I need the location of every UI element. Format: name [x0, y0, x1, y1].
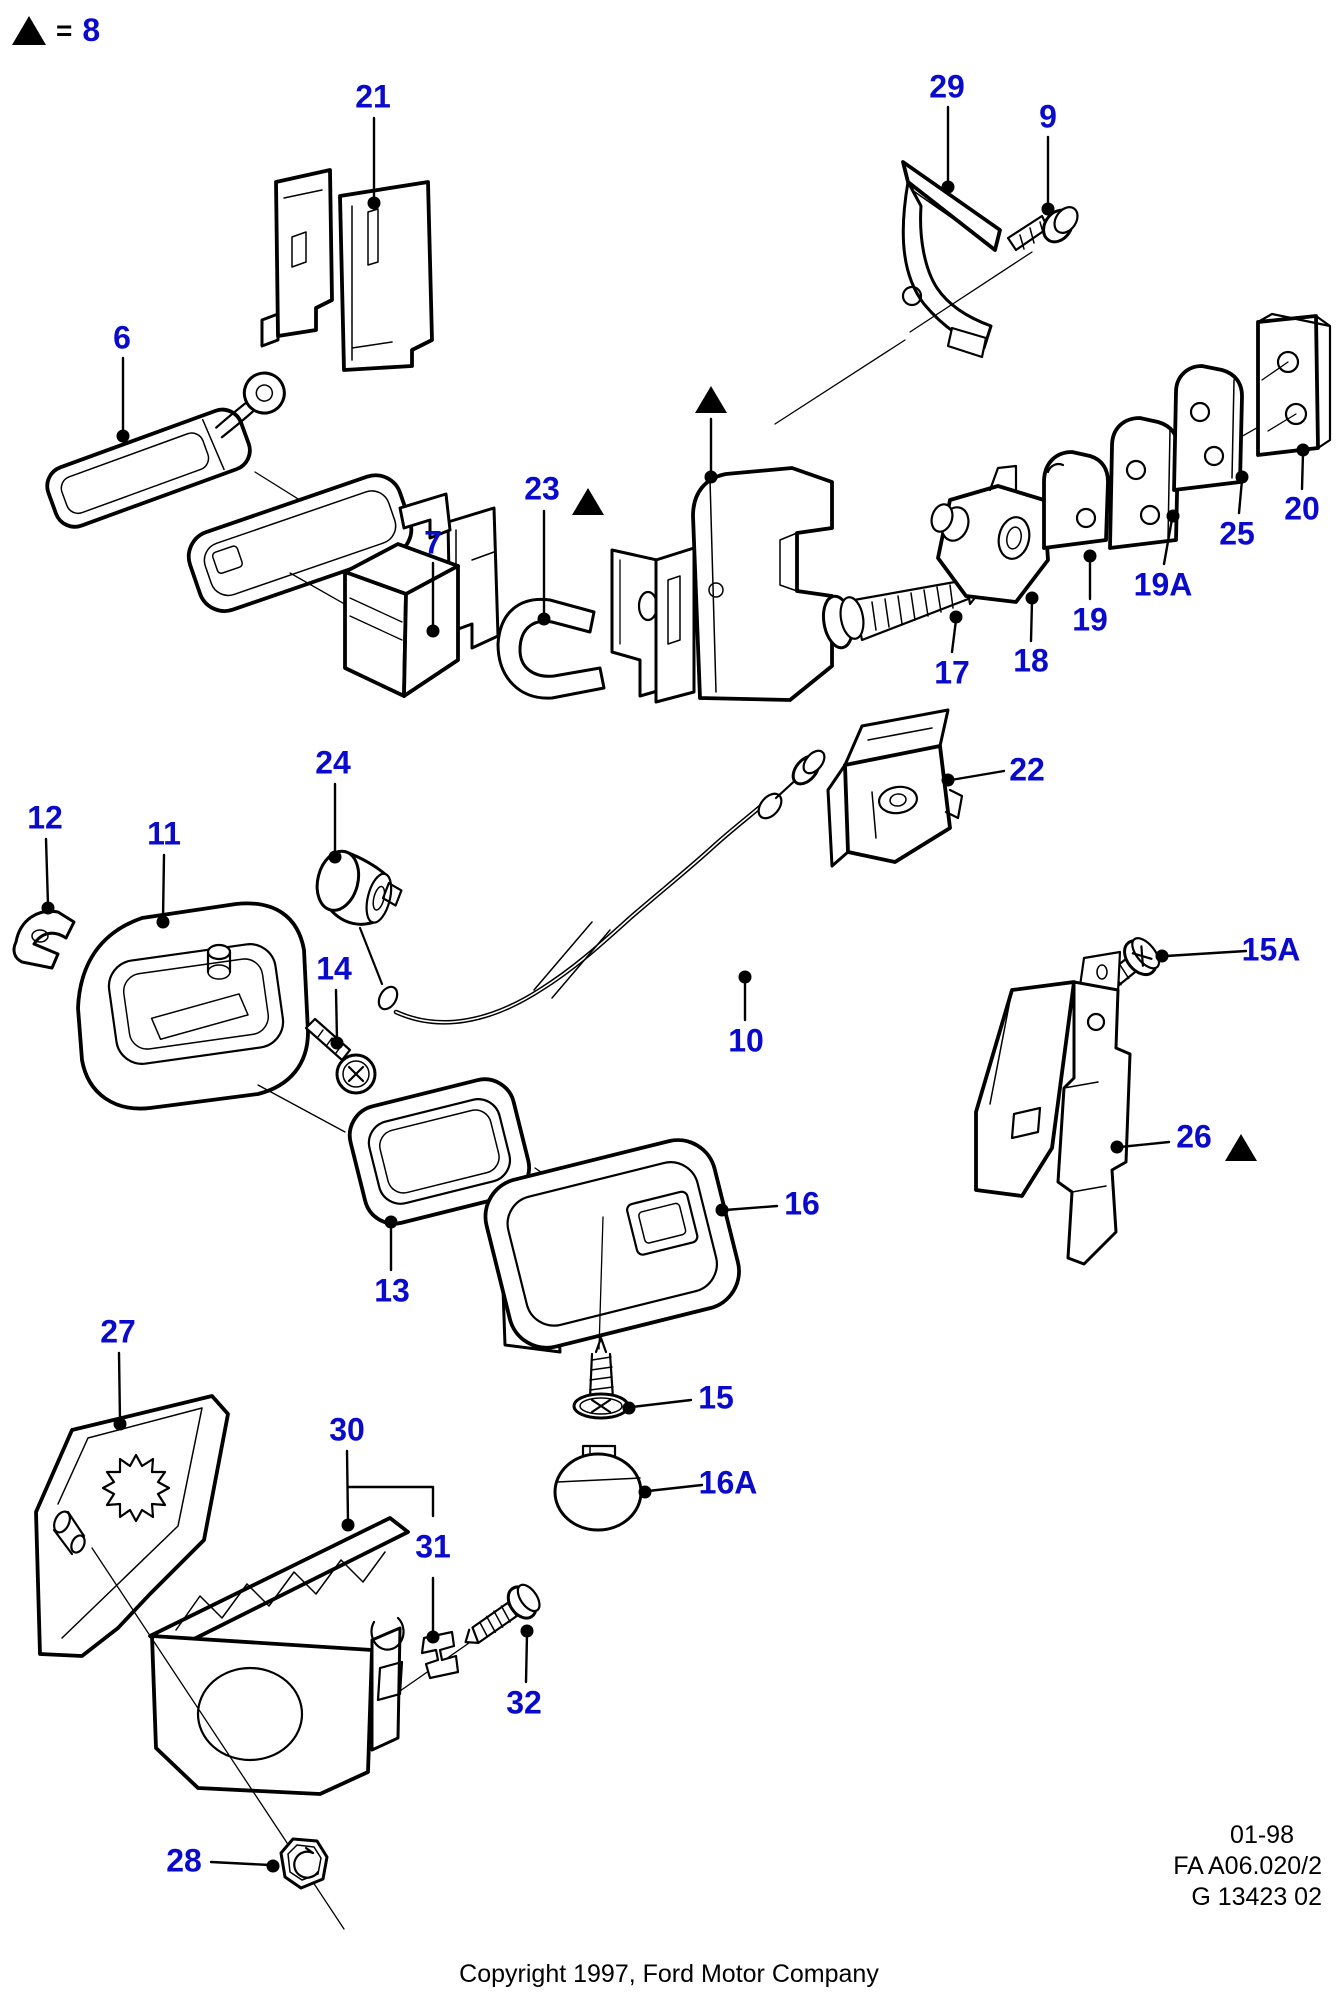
- callout-7: 7: [424, 524, 442, 561]
- callout-27: 27: [100, 1313, 136, 1350]
- callout-10: 10: [728, 1022, 764, 1059]
- callout-6: 6: [113, 319, 131, 356]
- part-30-mounting-bracket: [148, 1516, 410, 1796]
- triangle-icon: [12, 16, 46, 45]
- callout-11: 11: [147, 815, 181, 852]
- legend-ref-number: 8: [82, 12, 101, 48]
- part-25-striker-shim: [1172, 364, 1244, 492]
- part-16A-plug: [553, 1444, 643, 1532]
- callout-31: 31: [415, 1528, 451, 1565]
- part-32-screw: [464, 1583, 541, 1645]
- callout-17: 17: [934, 654, 970, 691]
- triangle-icon: [572, 488, 604, 515]
- callout-29: 29: [929, 68, 965, 105]
- part-19-striker-shim: [1042, 450, 1110, 550]
- part-10-latch-cable: [358, 749, 826, 1025]
- callout-19: 19: [1072, 601, 1108, 638]
- housing-to-bezel-axis-line: [257, 1084, 346, 1133]
- callout-24: 24: [315, 744, 351, 781]
- part-6-exterior-door-handle: [45, 371, 286, 529]
- callout-22: 22: [1009, 751, 1045, 788]
- copyright-line: Copyright 1997, Ford Motor Company: [459, 1960, 879, 1988]
- part-15-screw: [572, 1336, 630, 1420]
- callout-30: 30: [329, 1411, 365, 1448]
- part-26-mounting-bracket: [974, 950, 1132, 1266]
- callout-25: 25: [1219, 515, 1255, 552]
- callout-28: 28: [166, 1842, 202, 1879]
- callout-13: 13: [374, 1272, 410, 1309]
- callout-26: 26: [1176, 1118, 1212, 1155]
- drawing-section-code: FA A06.020/2: [1173, 1852, 1322, 1880]
- drawing-date: 01-98: [1230, 1821, 1294, 1849]
- callout-19A: 19A: [1133, 566, 1193, 603]
- part-29-axis-line: [774, 339, 906, 425]
- callout-18: 18: [1013, 642, 1049, 679]
- part-11-interior-handle-housing: [76, 901, 310, 1111]
- callout-16: 16: [784, 1185, 820, 1222]
- legend: = 8: [12, 12, 100, 49]
- leader-lines: [41, 105, 1310, 1873]
- callout-9: 9: [1039, 98, 1057, 135]
- triangle-icon: [1225, 1134, 1257, 1161]
- part-29-lock-bracket: [901, 160, 1002, 359]
- part-18-lock-cylinder: [930, 464, 1050, 604]
- part-9-screw: [1006, 206, 1079, 252]
- callout-32: 32: [506, 1684, 542, 1721]
- triangle-icon: [695, 386, 727, 413]
- part-20-striker-plate: [1256, 312, 1332, 457]
- part-21-latch-control-bracket: [260, 168, 434, 372]
- callout-16A: 16A: [698, 1464, 758, 1501]
- part-19A-striker-shim: [1108, 416, 1180, 550]
- part-31-clip: [420, 1630, 460, 1680]
- drawing-number: G 13423 02: [1191, 1883, 1322, 1911]
- callout-21: 21: [355, 78, 391, 115]
- part-24-lock-barrel: [315, 849, 403, 926]
- callout-23: 23: [524, 470, 560, 507]
- callout-20: 20: [1284, 490, 1320, 527]
- callout-15A: 15A: [1241, 931, 1301, 968]
- door-latch-assembly: [654, 466, 834, 704]
- callout-15: 15: [698, 1379, 734, 1416]
- drawing-info-block: 01-98 FA A06.020/2 G 13423 02: [1173, 1820, 1322, 1913]
- part-16-handle-bezel: [483, 1138, 741, 1354]
- screw-9-axis-line: [909, 251, 1033, 333]
- part-28-nut: [279, 1837, 329, 1890]
- screw-15-axis-line: [598, 1216, 604, 1350]
- part-27-cover-panel: [34, 1394, 230, 1658]
- part-22-clip-bracket: [826, 708, 964, 868]
- callout-14: 14: [316, 950, 352, 987]
- part-13-handle-bezel: [347, 1077, 531, 1226]
- callout-12: 12: [27, 799, 63, 836]
- part-14-screw: [304, 1017, 377, 1095]
- part-12-clip: [12, 909, 76, 970]
- legend-equals: =: [56, 14, 73, 46]
